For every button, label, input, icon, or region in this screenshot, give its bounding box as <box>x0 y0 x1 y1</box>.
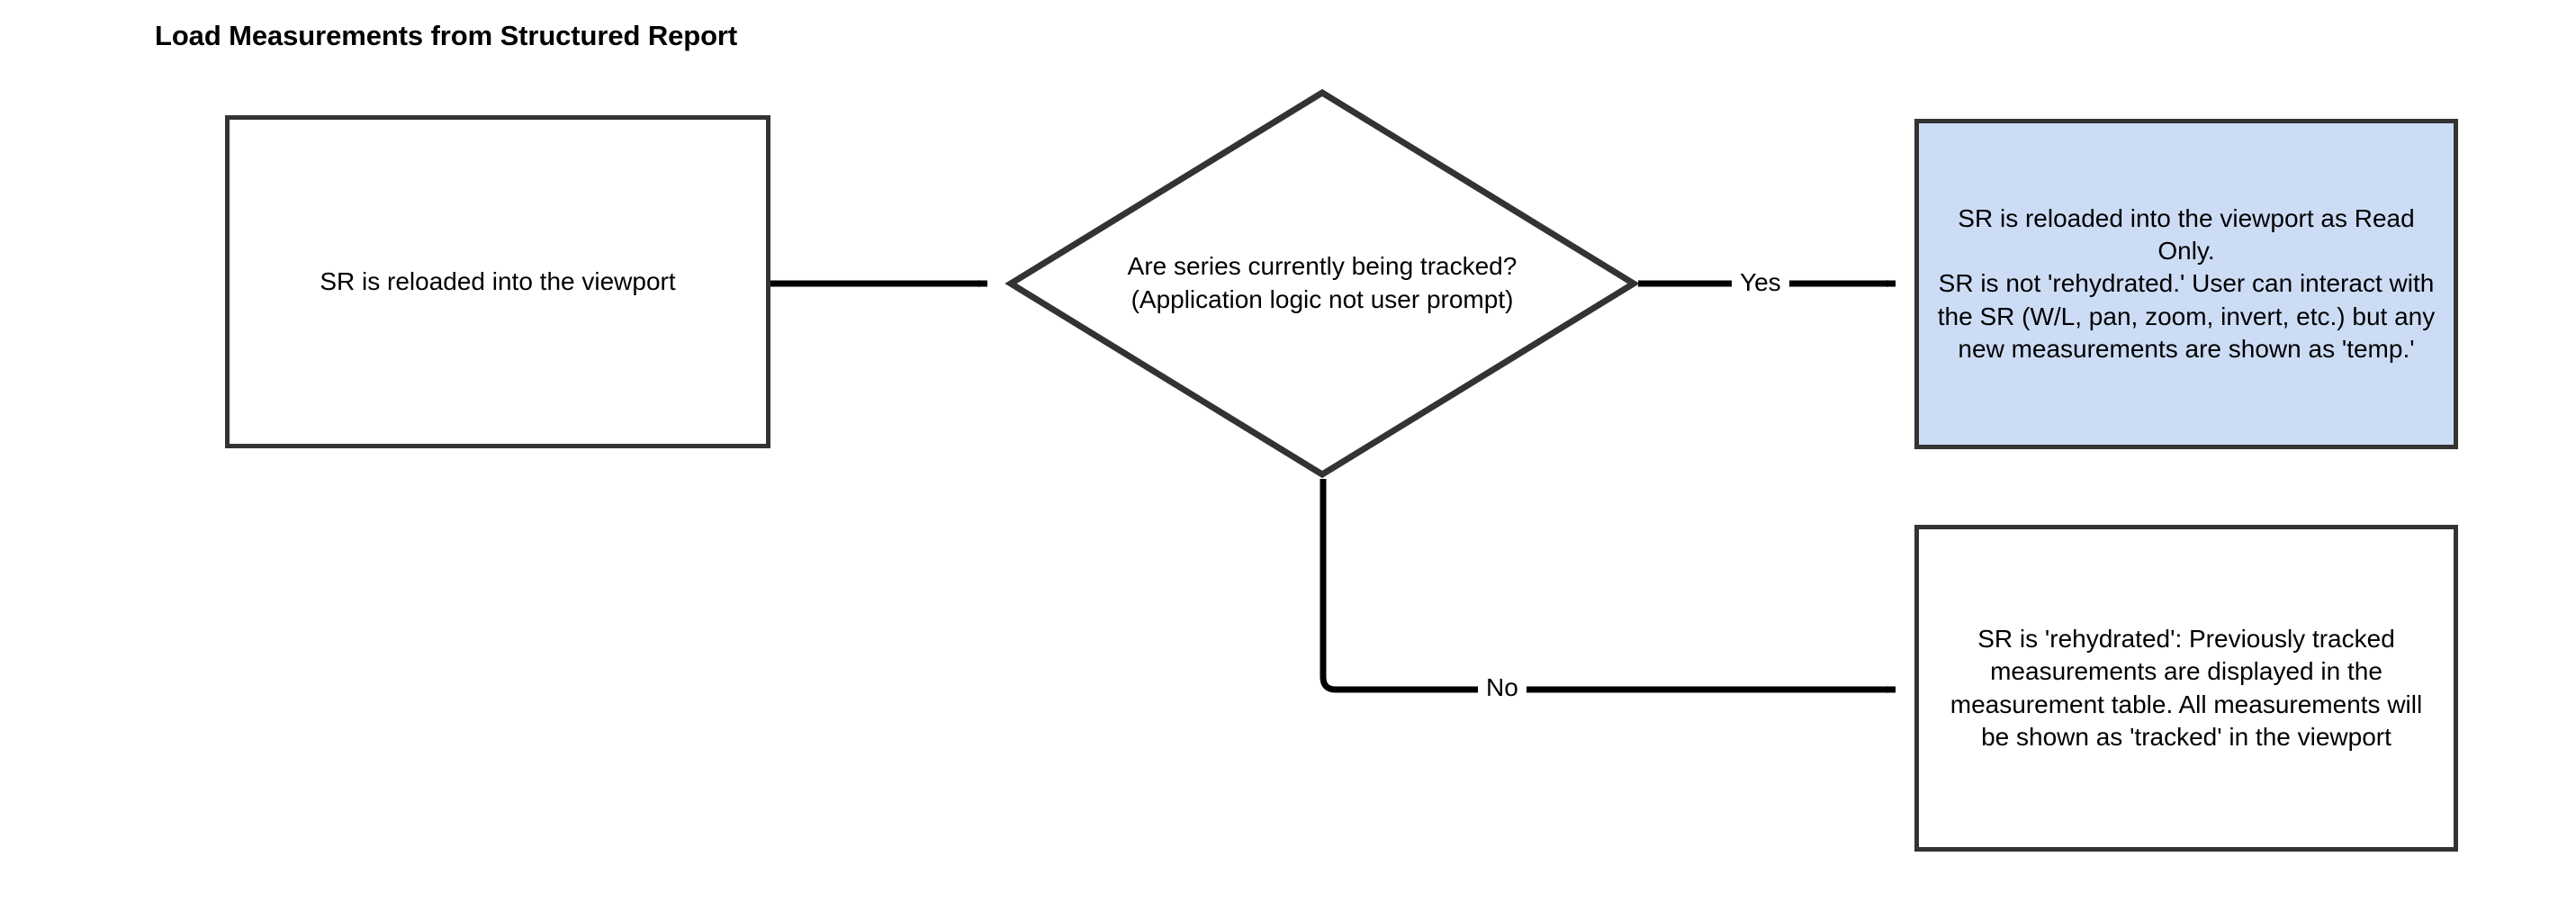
node-series-tracked-decision[interactable]: Are series currently being tracked? (App… <box>1004 88 1640 479</box>
node-rehydrated-outcome-label: SR is 'rehydrated': Previously tracked m… <box>1950 624 2423 751</box>
node-read-only-outcome-label: SR is reloaded into the viewport as Read… <box>1937 203 2436 364</box>
node-sr-reloaded[interactable]: SR is reloaded into the viewport <box>225 115 770 448</box>
edge-decision-to-rehydrated <box>1320 479 1896 693</box>
edge-label-yes: Yes <box>1732 270 1789 295</box>
edge-label-no: No <box>1478 675 1527 700</box>
node-read-only-outcome[interactable]: SR is reloaded into the viewport as Read… <box>1914 119 2458 449</box>
node-decision-label: Are series currently being tracked? (App… <box>1127 252 1518 313</box>
page-title: Load Measurements from Structured Report <box>155 20 738 51</box>
diamond-shape <box>1004 88 1640 479</box>
node-sr-reloaded-label: SR is reloaded into the viewport <box>320 266 676 295</box>
node-rehydrated-outcome[interactable]: SR is 'rehydrated': Previously tracked m… <box>1914 525 2458 852</box>
